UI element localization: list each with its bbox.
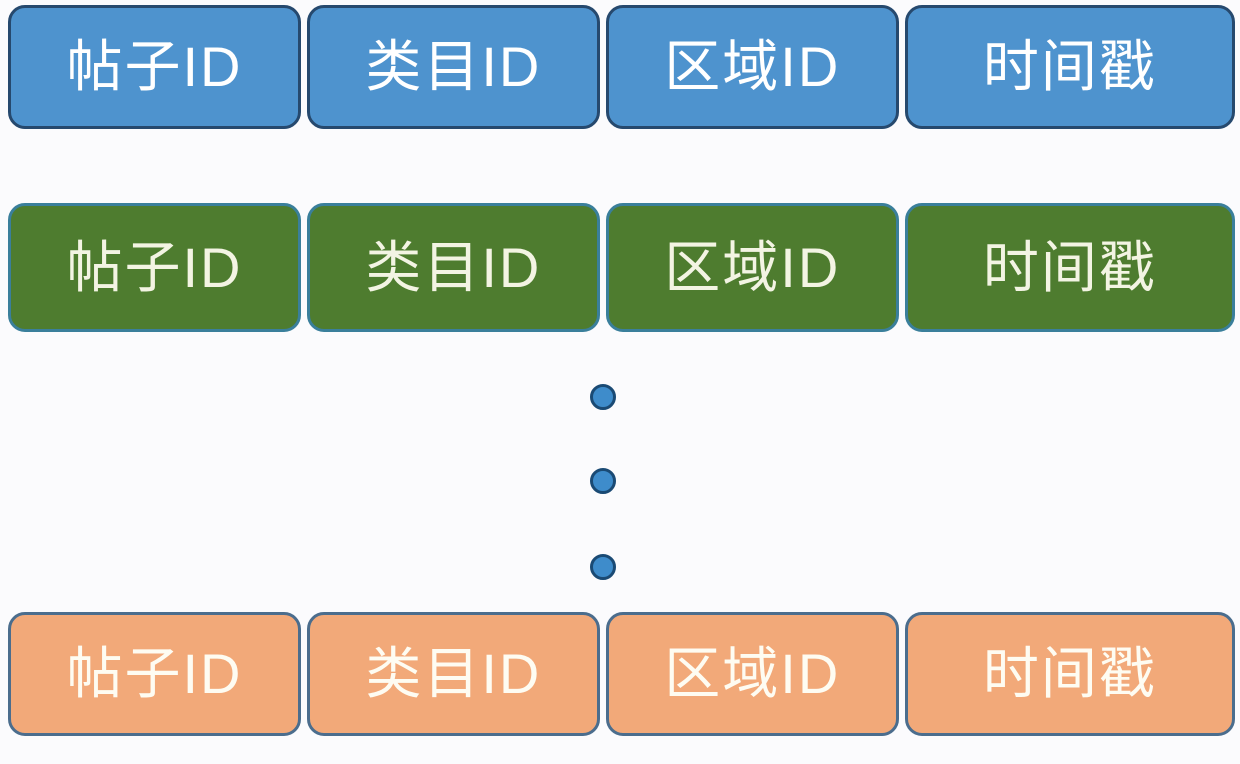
field-box-post-id: 帖子ID: [8, 203, 301, 332]
field-box-category-id: 类目ID: [306, 5, 600, 129]
field-box-timestamp: 时间戳: [904, 203, 1235, 332]
record-row-green: 帖子ID 类目ID 区域ID 时间戳: [8, 203, 1235, 332]
ellipsis-dot: [590, 384, 616, 410]
field-box-post-id: 帖子ID: [8, 5, 301, 129]
field-box-region-id: 区域ID: [605, 5, 899, 129]
record-row-blue: 帖子ID 类目ID 区域ID 时间戳: [8, 5, 1235, 129]
ellipsis-dot: [590, 468, 616, 494]
field-box-timestamp: 时间戳: [904, 5, 1235, 129]
field-box-post-id: 帖子ID: [8, 612, 301, 736]
field-box-timestamp: 时间戳: [904, 612, 1235, 736]
field-box-category-id: 类目ID: [306, 612, 600, 736]
field-box-region-id: 区域ID: [605, 203, 899, 332]
ellipsis-dot: [590, 554, 616, 580]
field-box-region-id: 区域ID: [605, 612, 899, 736]
field-box-category-id: 类目ID: [306, 203, 600, 332]
record-row-orange: 帖子ID 类目ID 区域ID 时间戳: [8, 612, 1235, 736]
